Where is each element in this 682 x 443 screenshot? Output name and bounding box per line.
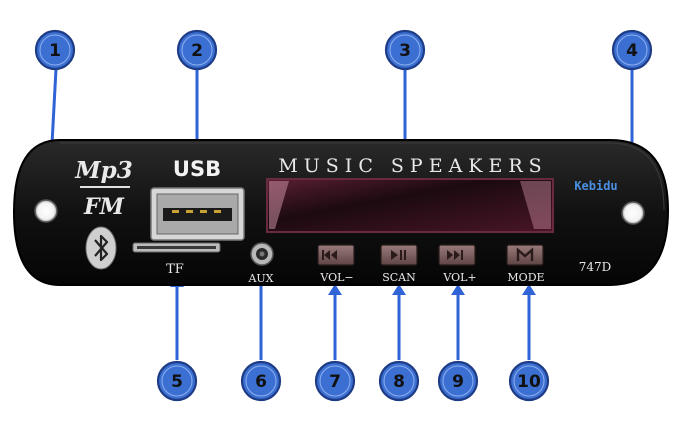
- callout-6-number: 6: [255, 372, 267, 392]
- button-scan[interactable]: [380, 244, 418, 266]
- mounting-hole-left: [34, 199, 58, 223]
- logo-fm-text: FM: [83, 194, 125, 220]
- mode-label: MODE: [507, 271, 544, 284]
- next-track-icon: [447, 250, 463, 260]
- callout-1: 1: [34, 29, 76, 71]
- aux-jack[interactable]: [250, 242, 274, 266]
- callout-1-number: 1: [49, 41, 61, 61]
- model-label: 747D: [579, 260, 612, 274]
- music-speakers-title: MUSIC SPEAKERS: [278, 155, 547, 177]
- callout-4-number: 4: [626, 41, 638, 61]
- aux-label: AUX: [247, 272, 273, 285]
- callout-3-number: 3: [399, 41, 411, 61]
- scan-label: SCAN: [382, 271, 416, 284]
- callout-8: 8: [378, 360, 420, 402]
- usb-label: USB: [173, 157, 221, 181]
- usb-port[interactable]: [150, 187, 245, 241]
- callout-4: 4: [611, 29, 653, 71]
- arrowhead-7: [328, 284, 342, 295]
- callout-5: 5: [156, 360, 198, 402]
- previous-track-icon: [322, 250, 337, 260]
- mounting-hole-right: [621, 201, 645, 225]
- vol-minus-label: VOL−: [319, 271, 353, 284]
- callout-2: 2: [176, 29, 218, 71]
- button-mode[interactable]: [506, 244, 544, 266]
- arrowhead-8: [392, 284, 406, 295]
- callout-2-number: 2: [191, 41, 203, 61]
- callout-10: 10: [508, 360, 550, 402]
- led-display: [266, 178, 554, 233]
- callout-9: 9: [437, 360, 479, 402]
- tf-card-slot[interactable]: [132, 242, 221, 253]
- callout-6: 6: [240, 360, 282, 402]
- brand-label: Kebidu: [574, 179, 617, 193]
- logo-mp3-text: Mp3: [74, 157, 133, 184]
- callout-7: 7: [314, 360, 356, 402]
- callout-5-number: 5: [171, 372, 183, 392]
- callout-10-number: 10: [517, 372, 541, 392]
- play-pause-icon: [391, 250, 406, 260]
- tf-label: TF: [166, 262, 184, 277]
- callout-9-number: 9: [452, 372, 464, 392]
- arrowhead-10: [522, 284, 536, 295]
- button-vol-minus[interactable]: [317, 244, 355, 266]
- callout-7-number: 7: [329, 372, 341, 392]
- arrowhead-9: [451, 284, 465, 295]
- button-vol-plus[interactable]: [438, 244, 476, 266]
- vol-plus-label: VOL+: [442, 271, 476, 284]
- mp3-fm-logo: Mp3 FM: [74, 157, 133, 220]
- bluetooth-icon: [85, 226, 117, 270]
- callout-8-number: 8: [393, 372, 405, 392]
- mode-icon: [516, 247, 534, 261]
- callout-3: 3: [384, 29, 426, 71]
